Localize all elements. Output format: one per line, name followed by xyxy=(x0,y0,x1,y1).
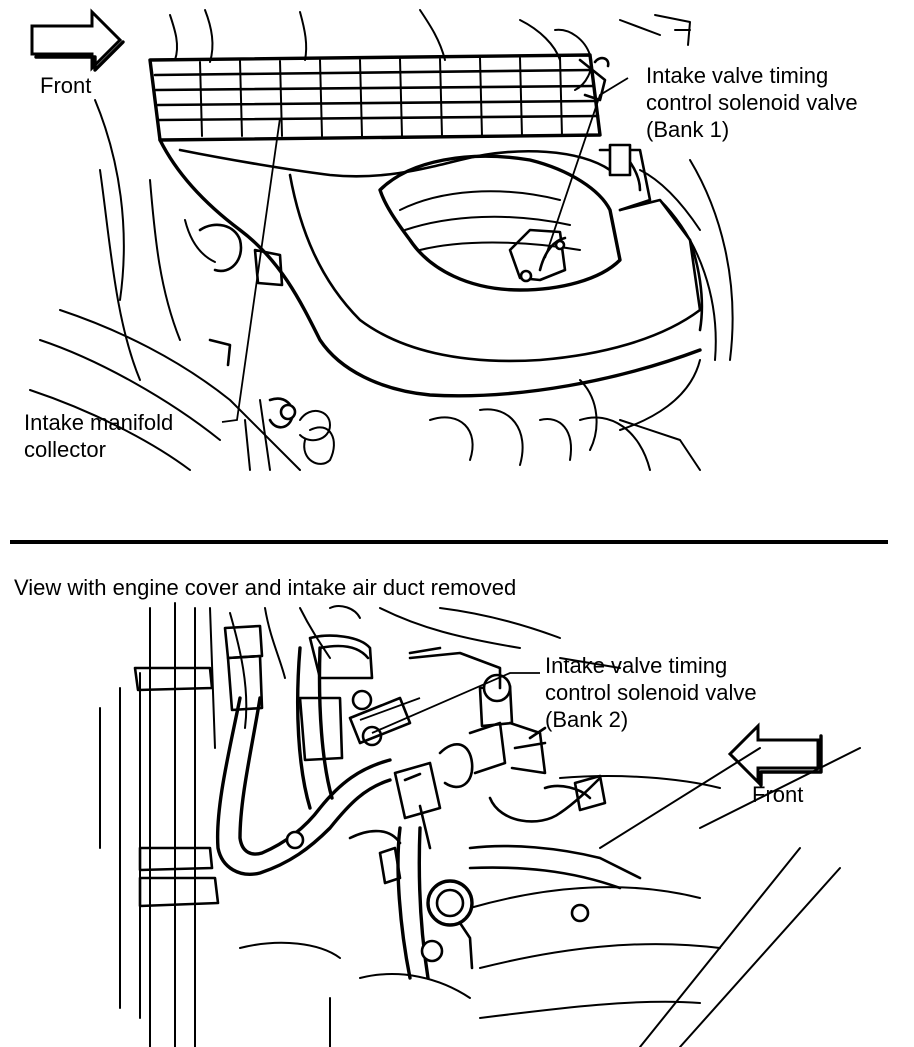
callout-manifold-line2: collector xyxy=(24,437,106,462)
callout-solenoid-bank1-line3: (Bank 1) xyxy=(646,117,730,142)
engine-background xyxy=(29,9,734,471)
callout-manifold-line1: Intake manifold xyxy=(24,410,174,435)
callout-solenoid-bank2-line1: Intake valve timing xyxy=(545,653,728,678)
callout-solenoid-bank2-line2: control solenoid valve xyxy=(545,680,757,705)
leader-line-solenoid-bank2 xyxy=(371,672,540,734)
top-illustration-panel: Front Intake valve timing control soleno… xyxy=(24,8,858,471)
front-label-top: Front xyxy=(40,73,92,98)
arrow-left-icon xyxy=(727,722,823,787)
solenoid-valve-bank1 xyxy=(508,56,610,283)
callout-solenoid-bank2-line3: (Bank 2) xyxy=(545,707,629,732)
arrow-right-icon xyxy=(30,8,125,72)
leader-line-manifold xyxy=(221,117,281,423)
leader-line-solenoid-bank2-b xyxy=(359,697,421,721)
engine-components-bank2 xyxy=(215,624,642,980)
front-label-bottom: Front xyxy=(752,782,804,807)
engine-drawing-bank1 xyxy=(29,8,734,471)
engine-background-bank2 xyxy=(99,602,861,1047)
callout-solenoid-bank1-line2: control solenoid valve xyxy=(646,90,858,115)
leader-line-solenoid-bank1 xyxy=(544,77,629,259)
section-divider xyxy=(10,540,888,544)
intake-manifold-collector xyxy=(148,53,704,442)
engine-drawing-bank2 xyxy=(99,602,861,1047)
view-caption: View with engine cover and intake air du… xyxy=(14,575,517,600)
bottom-illustration-panel: View with engine cover and intake air du… xyxy=(0,548,914,1047)
callout-solenoid-bank1-line1: Intake valve timing xyxy=(646,63,829,88)
